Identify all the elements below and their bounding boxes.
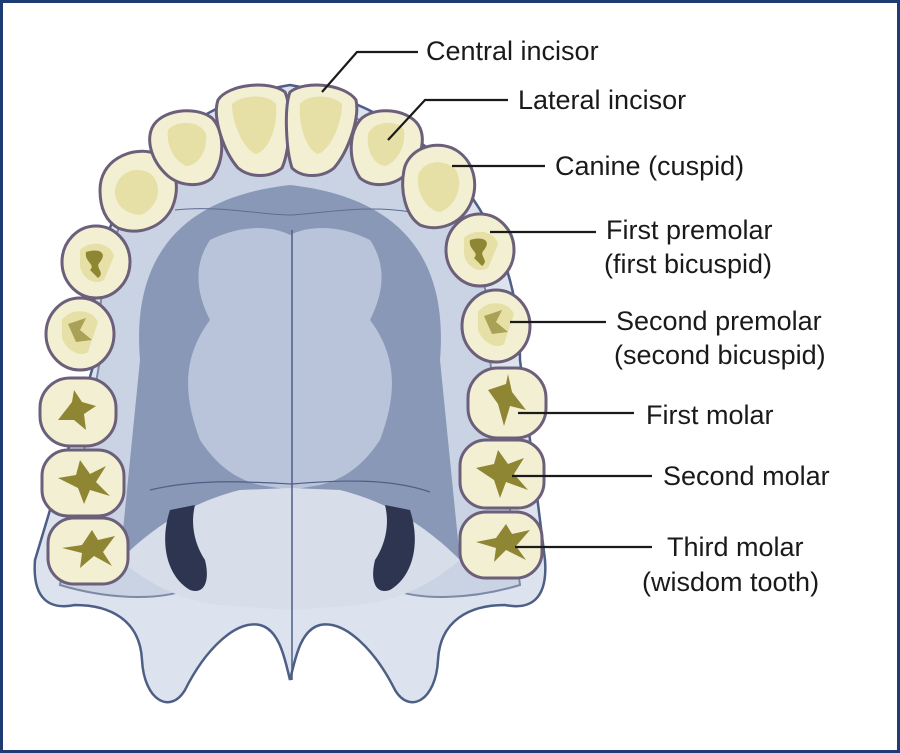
label-third-molar: Third molar: [667, 532, 804, 562]
left-lateral-incisor: [148, 109, 224, 186]
label-lateral-incisor: Lateral incisor: [518, 85, 686, 115]
label-second-premolar: Second premolar: [616, 306, 822, 336]
label-wisdom-tooth: (wisdom tooth): [642, 567, 819, 597]
left-palatine-foramen: [165, 505, 207, 591]
label-central-incisor: Central incisor: [426, 36, 599, 66]
right-first-molar: [466, 366, 548, 440]
transverse-suture: [149, 480, 431, 493]
label-canine: Canine (cuspid): [555, 151, 744, 181]
label-second-molar: Second molar: [663, 461, 830, 491]
right-second-premolar: [460, 288, 532, 364]
label-first-bicuspid: (first bicuspid): [604, 249, 772, 279]
incisive-suture: [174, 208, 411, 216]
right-second-molar: [458, 438, 546, 510]
label-second-bicuspid: (second bicuspid): [614, 340, 826, 370]
palate-highlight: [188, 228, 392, 490]
left-first-molar: [38, 376, 118, 448]
leader-central-incisor: [321, 50, 418, 93]
right-third-molar: [458, 510, 544, 580]
left-canine: [98, 149, 178, 233]
left-third-molar: [46, 516, 130, 586]
label-first-molar: First molar: [646, 400, 774, 430]
left-second-molar: [40, 448, 126, 518]
right-palatine-foramen: [373, 505, 415, 591]
leader-lateral-incisor: [387, 98, 508, 141]
right-central-incisor: [284, 83, 359, 177]
left-central-incisor: [214, 83, 291, 177]
left-second-premolar: [44, 296, 116, 372]
right-first-premolar: [444, 212, 516, 288]
left-first-premolar: [60, 224, 132, 300]
right-canine: [401, 143, 477, 230]
label-first-premolar: First premolar: [606, 215, 773, 245]
leader-lines: [321, 50, 652, 549]
